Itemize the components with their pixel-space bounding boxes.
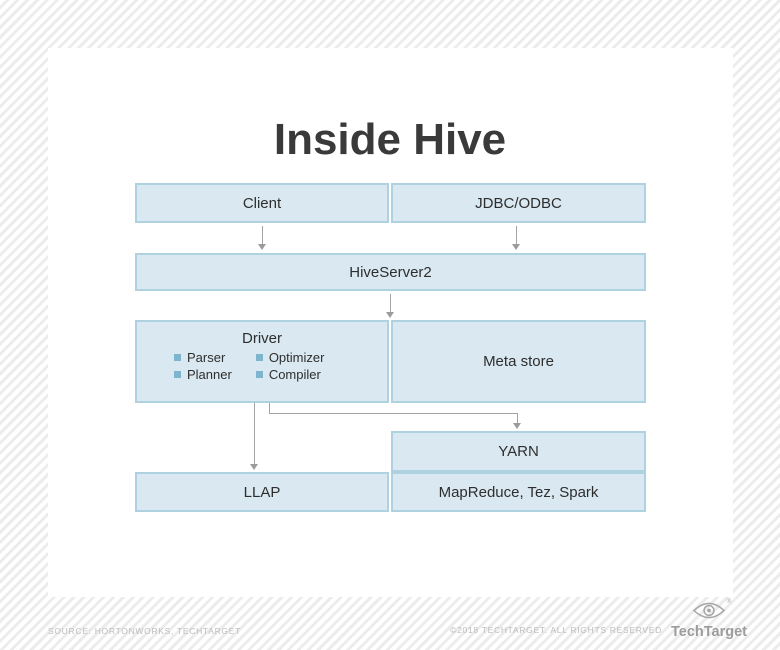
box-llap: LLAP (135, 472, 389, 512)
driver-components-col2: Optimizer Compiler (255, 350, 325, 382)
driver-component-label: Parser (187, 350, 226, 365)
box-mapreduce-tez-spark: MapReduce, Tez, Spark (391, 472, 646, 512)
techtarget-wordmark: TechTarget (670, 624, 747, 640)
footer-source-text: SOURCE: HORTONWORKS, TECHTARGET (48, 626, 241, 636)
footer-copyright-text: ©2018 TECHTARGET. ALL RIGHTS RESERVED (450, 624, 662, 635)
box-jdbc-odbc: JDBC/ODBC (391, 183, 646, 223)
box-driver: Driver Parser Planner Optimizer Compiler (135, 320, 389, 403)
page-title: Inside Hive (273, 115, 507, 165)
driver-component: Planner (174, 367, 232, 382)
driver-components-col1: Parser Planner (174, 350, 232, 382)
square-bullet-icon (255, 354, 263, 361)
box-hiveserver2: HiveServer2 (135, 253, 646, 291)
techtarget-eye-icon: ® (692, 599, 731, 624)
box-yarn: YARN (391, 431, 646, 472)
driver-component-label: Optimizer (268, 350, 325, 365)
driver-component-label: Planner (187, 367, 232, 382)
square-bullet-icon (174, 354, 181, 361)
box-client: Client (135, 183, 389, 223)
box-meta-store-label: Meta store (483, 353, 554, 370)
driver-component: Optimizer (255, 350, 325, 365)
driver-component: Compiler (255, 367, 325, 382)
footer-right: ©2018 TECHTARGET. ALL RIGHTS RESERVED ® … (450, 599, 747, 640)
box-mapreduce-tez-spark-label: MapReduce, Tez, Spark (438, 483, 599, 501)
driver-component-label: Compiler (268, 367, 321, 382)
box-jdbc-odbc-label: JDBC/ODBC (475, 194, 562, 212)
driver-components: Parser Planner Optimizer Compiler (174, 350, 387, 382)
techtarget-logo: ® TechTarget (670, 599, 747, 640)
box-yarn-label: YARN (498, 443, 539, 460)
box-meta-store: Meta store (391, 320, 646, 403)
square-bullet-icon (174, 371, 181, 378)
box-driver-label: Driver (242, 330, 282, 347)
box-llap-label: LLAP (243, 483, 281, 501)
box-client-label: Client (242, 194, 282, 212)
box-hiveserver2-label: HiveServer2 (349, 263, 432, 281)
square-bullet-icon (255, 371, 263, 378)
driver-component: Parser (174, 350, 232, 365)
registered-mark: ® (726, 599, 731, 605)
